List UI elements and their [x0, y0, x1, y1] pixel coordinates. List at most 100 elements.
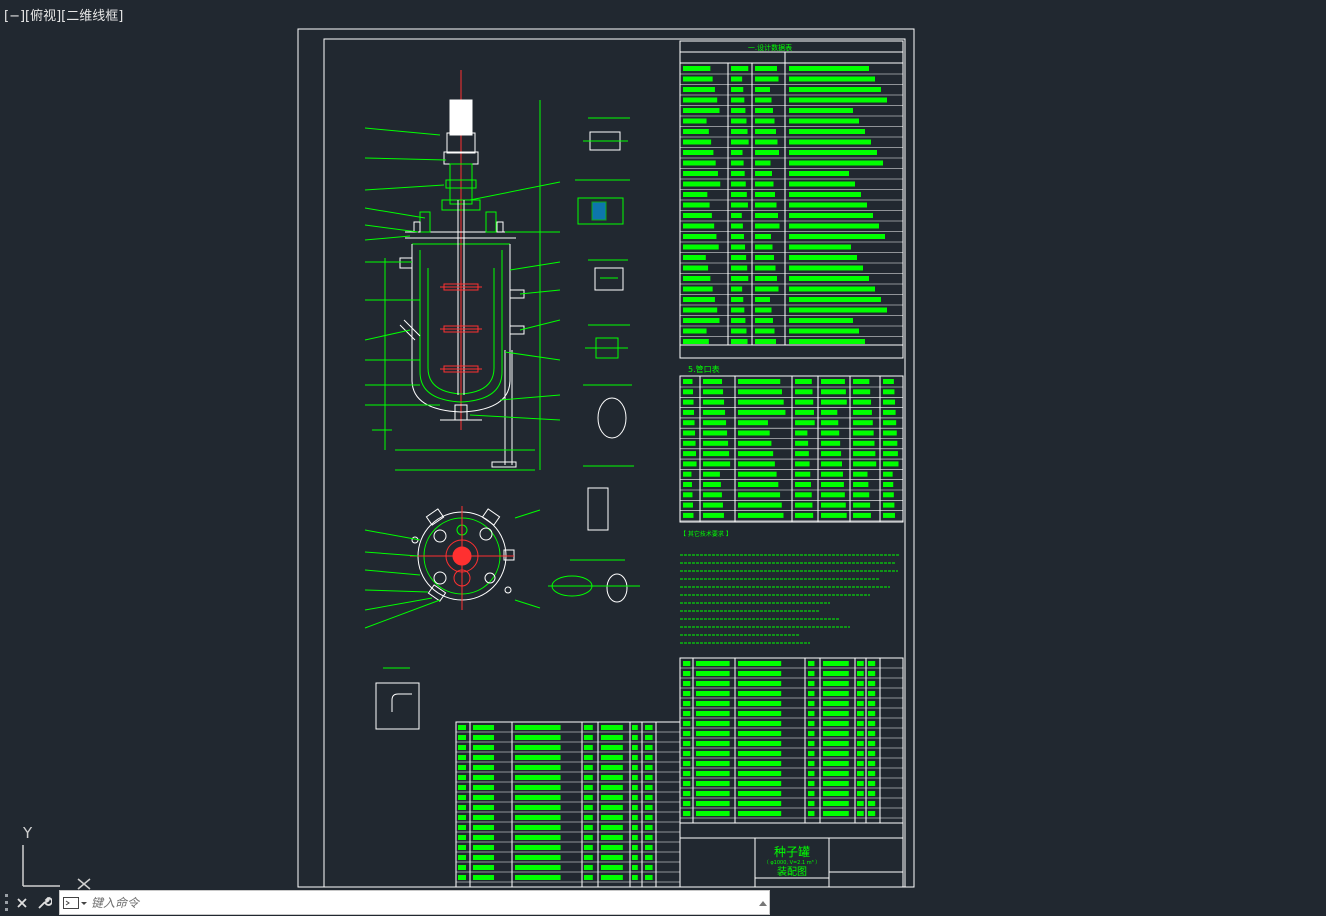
illegible-text-stroke [584, 755, 593, 760]
illegible-text-stroke [868, 781, 876, 786]
illegible-text-stroke [731, 297, 744, 302]
illegible-text-stroke [808, 741, 815, 746]
illegible-text-stroke [738, 379, 781, 384]
illegible-text-stroke [755, 76, 779, 82]
customize-command-line-button[interactable] [33, 891, 55, 915]
illegible-text-stroke [515, 835, 561, 840]
parts-list-left [455, 721, 681, 888]
illegible-text-stroke [738, 461, 775, 467]
illegible-text-stroke [731, 307, 745, 313]
illegible-text-stroke [795, 430, 808, 436]
illegible-text-stroke [683, 160, 716, 166]
illegible-text-stroke [683, 502, 693, 508]
illegible-text-stroke [515, 865, 561, 870]
illegible-text-stroke [703, 399, 725, 405]
illegible-text-stroke [696, 811, 730, 816]
illegible-text-stroke [601, 835, 623, 840]
illegible-text-stroke [731, 160, 744, 166]
illegible-text-stroke [632, 755, 638, 760]
viewport-controls-label[interactable]: [−][俯视][二维线框] [4, 9, 124, 24]
illegible-text-stroke [789, 244, 851, 250]
illegible-text-stroke [458, 795, 466, 800]
illegible-text-stroke [853, 451, 876, 457]
illegible-text-stroke [601, 805, 623, 810]
illegible-text-stroke [868, 751, 876, 756]
illegible-text-stroke [696, 771, 730, 776]
illegible-text-stroke [808, 781, 815, 786]
illegible-text-stroke [731, 181, 746, 187]
illegible-text-stroke [683, 771, 691, 776]
illegible-text-stroke [473, 835, 494, 840]
illegible-text-stroke [473, 825, 494, 830]
illegible-text-stroke [515, 805, 561, 810]
illegible-text-stroke [515, 845, 561, 850]
illegible-text-stroke [857, 731, 864, 736]
illegible-text-stroke [857, 771, 864, 776]
illegible-text-stroke [683, 781, 691, 786]
illegible-text-stroke [789, 307, 887, 313]
illegible-text-stroke [853, 440, 875, 446]
illegible-text-stroke [868, 761, 876, 766]
illegible-text-stroke [823, 741, 849, 746]
illegible-text-stroke [789, 129, 865, 134]
illegible-text-stroke [683, 691, 691, 696]
command-input[interactable] [89, 891, 757, 914]
command-input-container[interactable] [59, 890, 770, 915]
illegible-text-stroke [789, 139, 871, 145]
recent-commands-button[interactable] [63, 896, 89, 909]
illegible-text-stroke [683, 701, 691, 706]
illegible-text-stroke [683, 76, 713, 82]
illegible-text-stroke [696, 661, 730, 666]
illegible-text-stroke [868, 741, 876, 746]
illegible-text-stroke [853, 461, 877, 467]
illegible-text-stroke [857, 721, 864, 726]
illegible-text-stroke [632, 745, 638, 750]
close-command-line-button[interactable] [11, 891, 33, 915]
illegible-text-stroke [738, 482, 779, 487]
illegible-text-stroke [683, 482, 692, 487]
command-history-scroll-button[interactable] [757, 893, 769, 913]
illegible-text-stroke [601, 865, 623, 870]
illegible-text-stroke [703, 420, 727, 426]
command-line-grip-handle[interactable] [2, 892, 11, 914]
illegible-text-stroke [857, 791, 864, 796]
nozzle-table-text [683, 379, 899, 518]
illegible-text-stroke [853, 430, 874, 436]
illegible-text-stroke [857, 681, 864, 686]
illegible-text-stroke [696, 791, 730, 796]
illegible-text-stroke [755, 171, 772, 176]
illegible-text-stroke [696, 721, 730, 726]
illegible-text-stroke [755, 234, 771, 239]
illegible-text-stroke [683, 223, 715, 229]
illegible-text-stroke [731, 234, 744, 239]
illegible-text-stroke [473, 765, 494, 770]
illegible-text-stroke [683, 192, 708, 197]
illegible-text-stroke [808, 751, 815, 756]
illegible-text-stroke [821, 430, 840, 436]
illegible-text-stroke [683, 129, 709, 134]
illegible-text-stroke [458, 825, 466, 830]
illegible-text-stroke [473, 725, 494, 730]
illegible-text-stroke [821, 512, 847, 518]
illegible-text-stroke [883, 399, 896, 405]
illegible-text-stroke [789, 192, 861, 197]
illegible-text-stroke [683, 461, 697, 467]
illegible-text-stroke [823, 771, 849, 776]
design-table-heading: 一.设计数据表 [748, 43, 792, 52]
illegible-text-stroke [738, 811, 782, 816]
design-data-table [679, 40, 904, 359]
illegible-text-stroke [458, 835, 466, 840]
illegible-text-stroke [683, 339, 709, 344]
illegible-text-stroke [632, 735, 638, 740]
illegible-text-stroke [584, 825, 593, 830]
illegible-text-stroke [584, 865, 593, 870]
illegible-text-stroke [853, 420, 873, 426]
illegible-text-stroke [584, 855, 593, 860]
illegible-text-stroke [755, 150, 779, 155]
illegible-text-stroke [795, 502, 813, 508]
illegible-text-stroke [789, 76, 875, 82]
illegible-text-stroke [808, 791, 815, 796]
illegible-text-stroke [883, 461, 899, 467]
illegible-text-stroke [458, 865, 466, 870]
